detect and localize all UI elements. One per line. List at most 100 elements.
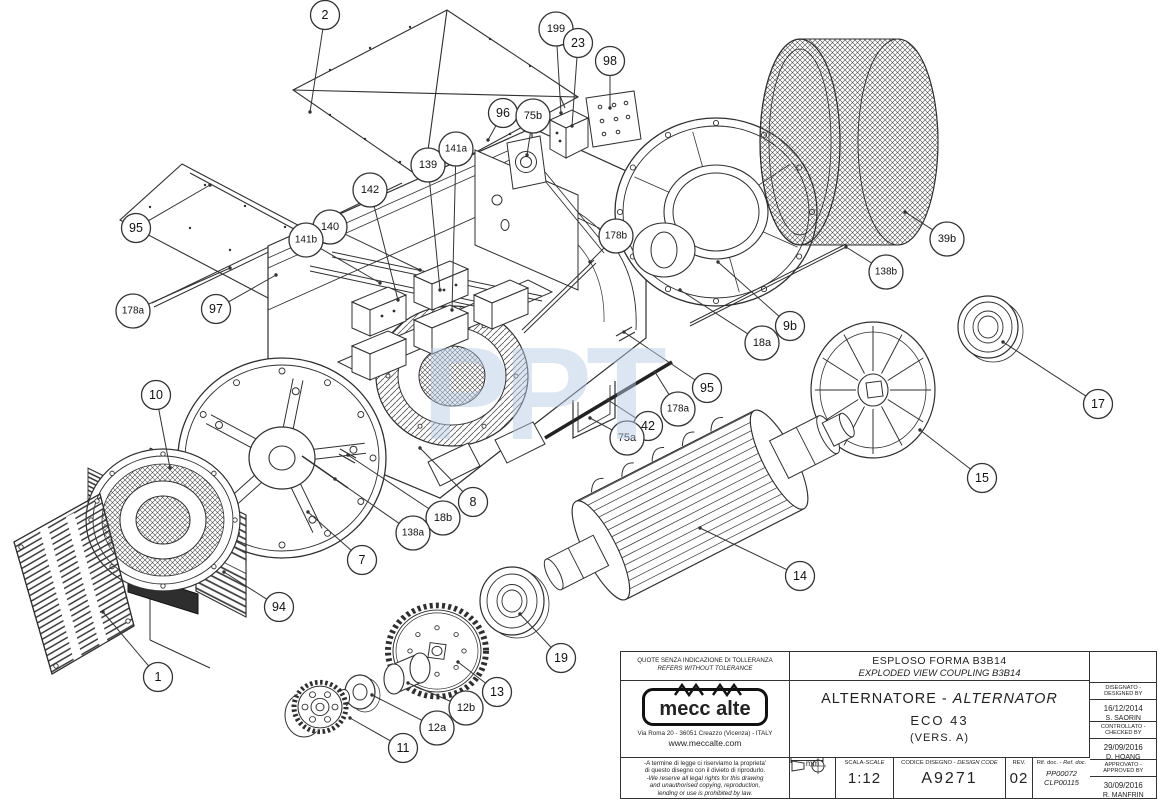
callout-12a: 12a <box>370 693 455 746</box>
callout-75a: 75a <box>588 416 645 456</box>
svg-text:14: 14 <box>793 569 807 583</box>
svg-text:17: 17 <box>1091 397 1105 411</box>
logo-text: mecc alte <box>659 698 751 720</box>
callout-75b: 75b <box>515 98 551 157</box>
callout-19: 19 <box>518 612 577 674</box>
ref-doc-cell: Rif. doc. - Ref. doc. PP00072 CLP00115 <box>1036 760 1087 787</box>
callout-142: 142 <box>352 172 400 302</box>
svg-text:142: 142 <box>361 184 379 196</box>
part-rotor <box>543 409 855 601</box>
callout-12b: 12b <box>406 681 484 726</box>
units-cell: mm <box>790 758 836 798</box>
company-address: Via Roma 20 - 36051 Creazzo (Vicenza) - … <box>637 730 773 737</box>
callout-141b: 141b <box>288 222 382 285</box>
part-exciter-stator <box>85 448 241 592</box>
callout-140: 140 <box>312 209 422 272</box>
svg-text:141a: 141a <box>445 144 468 155</box>
svg-text:7: 7 <box>359 553 366 567</box>
part-intake-grille <box>13 493 135 675</box>
callout-139: 139 <box>410 147 446 292</box>
signoff-designed: DISEGNATO - DESIGNED BY 16/12/2014 S. SA… <box>1090 683 1157 722</box>
drawing-info-strip: mm SCALA-SCALE 1:12 CODICE DISEGNO - DES… <box>790 758 1090 798</box>
callout-15: 15 <box>918 428 998 494</box>
part-bearing-rear <box>957 295 1024 363</box>
product-version: (VERS. A) <box>909 732 970 744</box>
title-block: QUOTE SENZA INDICAZIONE DI TOLLERANZA RE… <box>620 651 1157 799</box>
svg-text:95: 95 <box>700 381 714 395</box>
callout-141a: 141a <box>438 131 474 312</box>
company-website: www.meccalte.com <box>668 738 742 748</box>
callout-23: 23 <box>562 27 594 128</box>
svg-text:178b: 178b <box>605 231 628 242</box>
svg-text:9b: 9b <box>783 319 797 333</box>
part-top-cover <box>291 9 580 181</box>
product-model: ECO 43 <box>910 713 969 728</box>
callout-2: 2 <box>308 0 341 114</box>
company-logo: mecc alte <box>642 682 768 726</box>
svg-text:138b: 138b <box>875 267 898 278</box>
svg-text:18b: 18b <box>434 512 452 524</box>
part-bearing-front <box>479 566 550 639</box>
callout-9b: 9b <box>716 260 806 342</box>
svg-text:12a: 12a <box>428 722 447 734</box>
svg-text:141b: 141b <box>295 235 318 246</box>
tolerance-note: QUOTE SENZA INDICAZIONE DI TOLLERANZA RE… <box>621 652 790 681</box>
signoff-empty-cell <box>1090 652 1157 683</box>
svg-text:140: 140 <box>321 221 339 233</box>
scale-cell: SCALA-SCALE 1:12 <box>836 758 894 798</box>
callout-96: 96 <box>486 97 519 142</box>
revision-cell: REV. 02 <box>1006 758 1033 798</box>
legal-note: -A termine di legge ci riserviamo la pro… <box>621 758 790 798</box>
svg-text:11: 11 <box>397 741 410 755</box>
part-bushing <box>383 652 431 695</box>
svg-text:19: 19 <box>554 651 568 665</box>
svg-text:138a: 138a <box>402 528 425 539</box>
svg-text:18a: 18a <box>753 337 772 349</box>
svg-text:2: 2 <box>322 8 329 22</box>
part-roll-cage <box>759 38 939 246</box>
svg-text:199: 199 <box>547 23 565 35</box>
callout-39b: 39b <box>903 210 965 257</box>
callout-10: 10 <box>140 379 172 470</box>
svg-text:75a: 75a <box>618 432 637 444</box>
svg-text:42: 42 <box>641 419 655 433</box>
logo-zigzag-icon <box>674 682 742 698</box>
callout-11: 11 <box>348 716 419 764</box>
part-grommet-plate <box>506 135 609 254</box>
svg-text:98: 98 <box>603 54 617 68</box>
svg-text:8: 8 <box>470 495 477 509</box>
svg-text:139: 139 <box>419 159 437 171</box>
design-code-value: A9271 <box>921 770 978 787</box>
part-regulator-bracket <box>548 95 590 159</box>
callout-178b: 178b <box>588 218 634 264</box>
drawing-title: ESPLOSO FORMA B3B14 EXPLODED VIEW COUPLI… <box>790 652 1090 681</box>
signoff-column: DISEGNATO - DESIGNED BY 16/12/2014 S. SA… <box>1090 652 1157 799</box>
svg-text:12b: 12b <box>457 702 475 714</box>
callout-95: 95 <box>120 183 212 244</box>
callout-18a: 18a <box>678 288 780 361</box>
callout-7: 7 <box>306 510 378 576</box>
callout-138a: 138a <box>333 477 431 551</box>
product-title: ALTERNATORE - ALTERNATOR ECO 43 (VERS. A… <box>790 681 1090 758</box>
svg-text:10: 10 <box>149 388 163 402</box>
callout-17: 17 <box>1001 340 1114 420</box>
signoff-approved: APPROVATO - APPROVED BY 30/09/2016 R. MA… <box>1090 759 1157 799</box>
svg-text:23: 23 <box>571 36 585 50</box>
svg-text:178a: 178a <box>667 404 690 415</box>
part-regulator-modules <box>350 260 530 381</box>
svg-text:13: 13 <box>490 685 504 699</box>
part-gear-set <box>284 679 350 738</box>
company-block: mecc alte Via Roma 20 - 36051 Creazzo (V… <box>621 681 790 758</box>
svg-text:39b: 39b <box>938 233 956 245</box>
svg-text:97: 97 <box>209 302 223 316</box>
projection-symbol-icon <box>791 758 826 774</box>
callout-97: 97 <box>200 273 278 325</box>
callout-178a: 178a <box>115 266 232 329</box>
callout-1: 1 <box>101 610 174 693</box>
svg-text:1: 1 <box>155 670 162 684</box>
svg-text:96: 96 <box>496 106 510 120</box>
part-hub <box>344 674 381 713</box>
callout-13: 13 <box>456 660 513 708</box>
